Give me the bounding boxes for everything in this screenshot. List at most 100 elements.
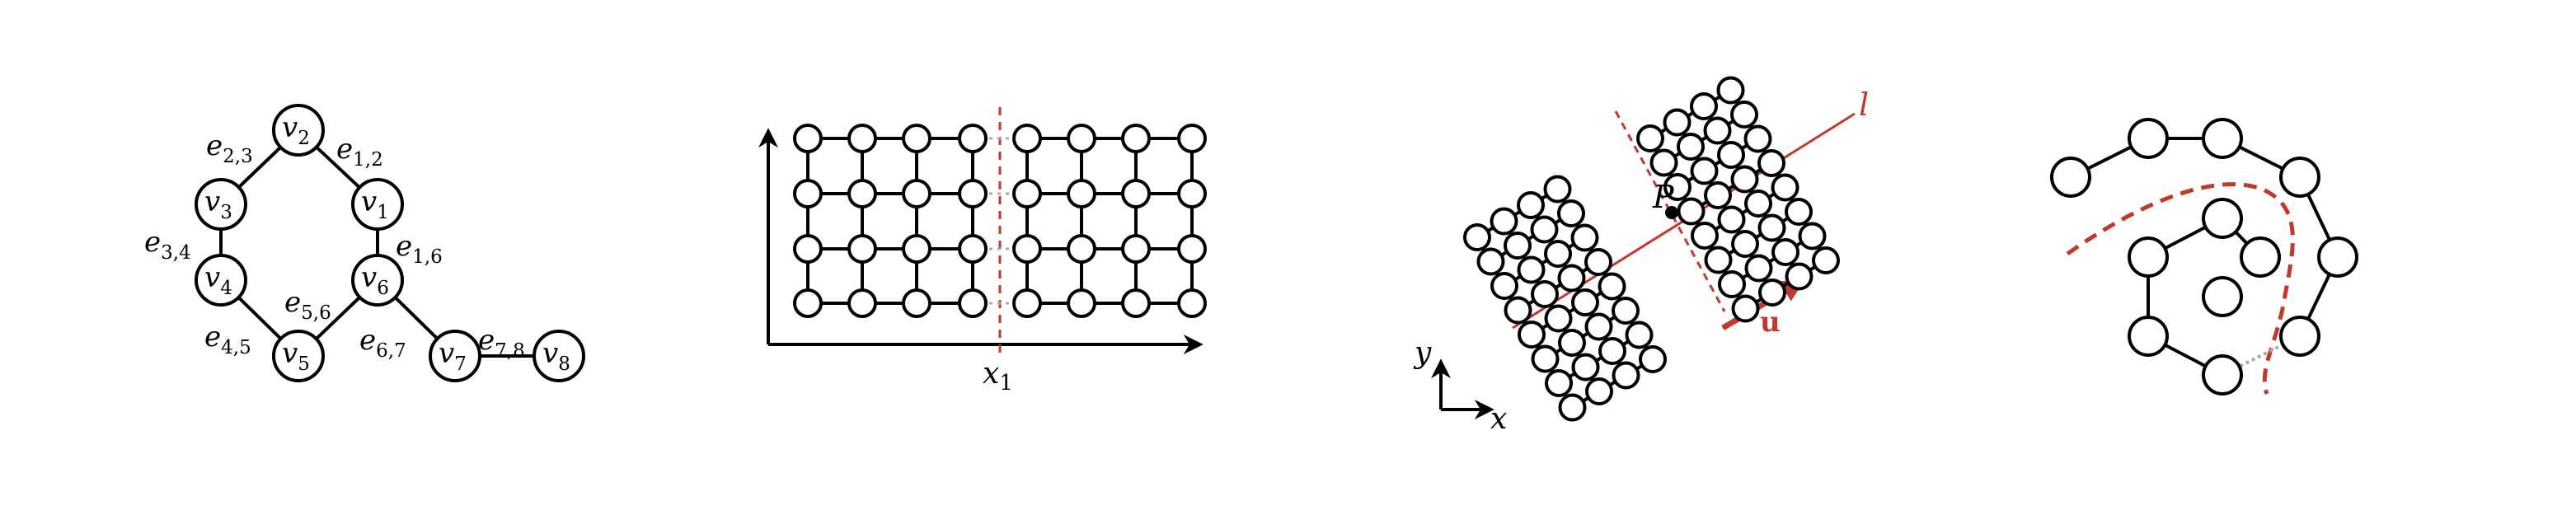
grid-node	[847, 234, 877, 264]
rot-node-right	[1690, 92, 1718, 120]
node-label-v7: v7	[439, 337, 467, 375]
node-v6	[351, 254, 404, 307]
rot-node-right	[1785, 198, 1813, 226]
vector-label: u	[1760, 306, 1781, 339]
grid-node	[1012, 234, 1042, 264]
rot-node-left	[1544, 240, 1572, 268]
grid-node	[1067, 179, 1096, 208]
rot-node-left	[1517, 255, 1546, 284]
rot-node-left	[1545, 369, 1573, 397]
grid-node	[1012, 288, 1042, 318]
rot-node-right	[1730, 165, 1759, 194]
grid-node	[902, 124, 931, 153]
rot-node-left	[1543, 175, 1572, 204]
rot-node-left	[1571, 353, 1600, 382]
node-label-v6: v6	[361, 261, 389, 299]
grid-node	[1121, 288, 1151, 318]
node-v8	[533, 330, 585, 382]
split-label-accent: ¯	[986, 340, 998, 369]
axis-y-label: y	[1413, 336, 1432, 370]
panel-grid-split: x1 ¯	[758, 107, 1207, 396]
axis-x-label: x	[1490, 402, 1507, 436]
rot-node-left	[1612, 297, 1640, 325]
edge-label-v4-v5: e4,5	[204, 321, 251, 358]
rot-node-right	[1716, 76, 1745, 105]
rot-node-left	[1558, 393, 1587, 422]
node-v4	[195, 254, 247, 307]
inner-node	[2202, 198, 2243, 239]
edge-label-v2-v3: e2,3	[206, 129, 253, 167]
node-label-v1: v1	[361, 185, 389, 223]
rot-node-left	[1584, 312, 1613, 341]
rot-node-right	[1636, 124, 1664, 152]
point-p	[1665, 206, 1678, 219]
inner-node	[2240, 236, 2281, 278]
grid-node	[1121, 234, 1151, 264]
rot-node-right	[1785, 262, 1814, 291]
rot-node-right	[1771, 238, 1799, 266]
rot-node-right	[1691, 222, 1719, 250]
grid-node	[1067, 288, 1096, 318]
rot-node-right	[1730, 101, 1758, 129]
dashed-curve	[2066, 182, 2295, 395]
grid-node	[902, 234, 931, 264]
panel-rotated-grid: l u y x P	[1413, 76, 1869, 436]
rot-node-right	[1704, 246, 1733, 274]
rot-node-left	[1463, 223, 1491, 251]
grid-node	[958, 288, 988, 318]
ring-node	[2050, 157, 2091, 198]
edge-label-v5-v6: e5,6	[284, 286, 331, 324]
grid-node	[847, 288, 877, 318]
rot-node-left	[1504, 296, 1532, 325]
node-v1	[351, 178, 404, 231]
split-label: x1	[983, 357, 1013, 396]
rot-node-right	[1717, 205, 1746, 234]
rot-node-left	[1639, 345, 1667, 373]
rot-node-left	[1558, 329, 1586, 357]
node-label-v4: v4	[204, 261, 232, 299]
node-v2	[272, 104, 325, 157]
rot-node-right	[1703, 116, 1732, 145]
rot-node-left	[1490, 207, 1518, 236]
inner-node	[2128, 236, 2169, 278]
rot-node-left	[1584, 248, 1612, 276]
grid-node	[1012, 124, 1042, 153]
grid-node	[1177, 234, 1207, 264]
grid-node	[1012, 179, 1042, 208]
rot-node-right	[1717, 141, 1745, 169]
rot-node-left	[1518, 321, 1546, 349]
rot-node-left	[1585, 377, 1613, 405]
grid-node	[1177, 179, 1207, 208]
rot-node-left	[1571, 288, 1599, 316]
ring-node	[2202, 118, 2243, 159]
split-line-rotated	[1614, 110, 1726, 312]
rot-node-left	[1530, 215, 1559, 244]
rot-node-left	[1531, 280, 1559, 308]
grid-node	[847, 179, 877, 208]
ring-node	[2279, 157, 2320, 198]
grid-node	[1067, 234, 1096, 264]
inner-node	[2202, 276, 2243, 317]
node-label-v2: v2	[282, 111, 310, 149]
grid-node	[902, 179, 931, 208]
rot-node-left	[1612, 361, 1640, 390]
node-label-v8: v8	[542, 337, 570, 375]
ring-node	[2128, 316, 2169, 357]
rot-node-right	[1649, 148, 1678, 177]
rot-node-left	[1557, 199, 1585, 227]
edge-label-v6-v7: e6,7	[359, 324, 406, 362]
ring-node	[2317, 236, 2358, 278]
edge-label-v3-v4: e3,4	[144, 226, 191, 264]
rot-node-right	[1731, 294, 1760, 323]
rot-node-right	[1743, 124, 1772, 153]
node-label-v3: v3	[204, 185, 232, 223]
rot-node-right	[1812, 246, 1840, 274]
rot-node-left	[1598, 272, 1626, 301]
ring-node	[2202, 354, 2243, 396]
line-label: l	[1859, 87, 1869, 123]
grid-node	[793, 179, 823, 208]
rot-node-right	[1690, 157, 1719, 185]
grid-node	[1177, 288, 1207, 318]
